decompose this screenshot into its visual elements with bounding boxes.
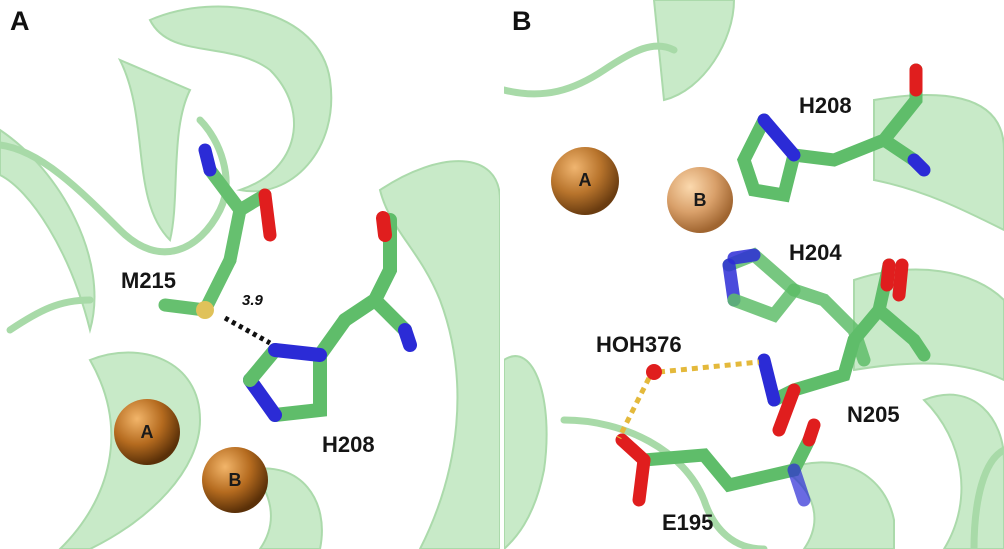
panel-letter-a: A: [10, 6, 30, 36]
structure-view-a: [0, 5, 500, 549]
label-h208: H208: [799, 93, 852, 118]
residue-m215-sticks: [158, 143, 277, 319]
structure-view-b: [504, 0, 1004, 549]
label-hoh376: HOH376: [596, 332, 682, 357]
label-distance: 3.9: [242, 292, 263, 309]
label-e195: E195: [662, 510, 714, 535]
metal-ion-b: [202, 447, 268, 513]
residue-h204-sticks: [722, 247, 871, 367]
water-oxygen: [646, 364, 662, 380]
residue-h208-sticks: [736, 63, 931, 203]
metal-ion-a: [551, 147, 619, 215]
label-h208: H208: [322, 432, 375, 457]
ion-label-a: A: [140, 422, 154, 442]
metal-ion-b: [667, 167, 733, 233]
protein-ribbon: [504, 0, 1004, 549]
residue-h208-sticks: [243, 211, 417, 422]
protein-loop: [504, 42, 1004, 549]
panel-a: A M215 3.9 H208 A B: [0, 0, 500, 549]
ion-label-b: B: [693, 190, 707, 210]
ion-label-b: B: [228, 470, 242, 490]
ion-label-a: A: [578, 170, 592, 190]
residue-e195-sticks: [615, 418, 821, 507]
metal-ion-a: [114, 399, 180, 465]
label-n205: N205: [847, 402, 900, 427]
label-h204: H204: [789, 240, 842, 265]
protein-loop: [0, 116, 230, 334]
label-m215: M215: [121, 268, 177, 293]
panel-b: B H208 H204 HOH376 N205 E195 A B: [504, 0, 1004, 549]
hydrogen-bonds: [616, 359, 760, 440]
panel-letter-b: B: [512, 6, 532, 36]
residue-n205-sticks: [757, 258, 931, 437]
distance-line: [223, 315, 272, 346]
